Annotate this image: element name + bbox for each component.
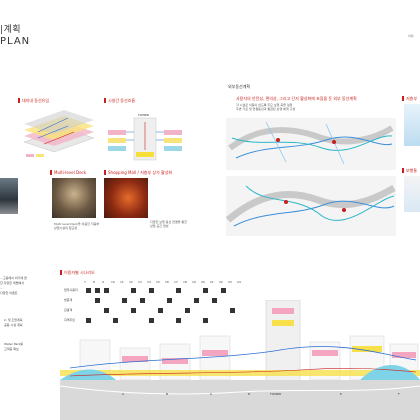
site-circulation-map-lower <box>226 176 396 236</box>
shopping-mall-photo <box>104 178 148 218</box>
axis-label-tower: TOWER <box>270 392 282 396</box>
multilevel-deck-photo <box>52 178 96 218</box>
hour-tick: 17 <box>174 280 178 284</box>
hour-tick: 21 <box>210 280 214 284</box>
hour-tick: 8 <box>93 280 95 284</box>
hour-tick: 19 <box>192 280 196 284</box>
hour-tick: 11 <box>120 280 124 284</box>
hour-tick: 7 <box>84 280 86 284</box>
caption-marker-4 <box>104 170 106 175</box>
hour-tick: 10 <box>111 280 115 284</box>
hour-tick: 12 <box>129 280 133 284</box>
site-circulation-map-upper <box>226 118 396 170</box>
bottom-left-notes-2: 2. 및 조망계획 공동 시설 계획 <box>4 318 23 327</box>
bottom-left-notes-3: Water Park를 고객층 확보 <box>4 342 24 351</box>
scenario-rows: 업무사용자 방문객 관광객 지역주민 <box>60 288 250 334</box>
external-circulation-title: 외부동선계획 <box>228 84 251 89</box>
hour-tick: 13 <box>138 280 142 284</box>
page-title-fragment: |계획 <box>0 25 22 35</box>
tower-label: TOWER <box>138 113 150 117</box>
hour-tick: 20 <box>201 280 205 284</box>
axis-label-e: E <box>340 392 342 396</box>
row-label: 업무사용자 <box>64 288 78 292</box>
side-caption-marker-1 <box>402 96 404 101</box>
side-diagram-2 <box>404 176 420 212</box>
hour-tick: 14 <box>147 280 151 284</box>
axis-label-f: F <box>398 392 400 396</box>
facility-flow-diagram <box>108 117 182 161</box>
caption-shopping-mall: Shopping Mall / 저층부 상가 활성화 <box>108 170 173 175</box>
caption-facility-flow: 시설간 동선흐름 <box>108 98 136 103</box>
side-caption-marker-2 <box>402 168 404 173</box>
row-label: 방문객 <box>64 298 73 302</box>
hour-tick: 24 <box>237 280 241 284</box>
caption-marker-3 <box>50 170 52 175</box>
user-scenario-title: 이용자별 시나리오 <box>64 270 95 275</box>
scenario-icon-grid <box>86 288 235 323</box>
caption-marker-2 <box>104 98 106 103</box>
row-label: 지역주민 <box>64 318 76 322</box>
axis-label-a: A <box>122 392 125 396</box>
corner-mark: 이미 <box>408 34 414 38</box>
hour-tick: 15 <box>156 280 160 284</box>
caption-multilevel-deck: Multi-level Deck <box>54 170 87 175</box>
hour-tick: 18 <box>183 280 187 284</box>
entry-flow-diagram <box>23 110 95 157</box>
caption-entry-flow: 대지내 동선유입 <box>22 98 50 103</box>
bottom-left-notes: ...고층에서 외기에 면 한 다양한 레벨에서 ... 다양한 이벤트 <box>0 276 27 295</box>
axis-label-b: B <box>166 392 169 396</box>
hour-tick: 23 <box>228 280 232 284</box>
hour-tick: 16 <box>165 280 169 284</box>
atrium-photo-left <box>0 178 18 214</box>
side-caption-walkway: 보행통 <box>406 168 418 173</box>
hour-axis: 7 8 9 10 11 12 13 14 15 16 17 18 19 20 2… <box>84 280 244 285</box>
hour-tick: 9 <box>102 280 104 284</box>
page-subtitle-fragment: PLAN <box>0 36 31 47</box>
building-section-diagram <box>60 300 420 420</box>
axis-label-d: D <box>248 392 251 396</box>
hour-tick: 22 <box>219 280 223 284</box>
axis-label-c: C <box>210 392 213 396</box>
scenario-marker <box>60 270 62 275</box>
side-diagram-1 <box>404 104 420 146</box>
row-label: 관광객 <box>64 308 73 312</box>
caption-marker-1 <box>18 98 20 103</box>
external-circulation-bullet: 사용자의 안전성, 편의성, 그리고 단지 활성화에 초점을 둔 외부 동선계획 <box>236 96 357 101</box>
side-caption-lowrise: 저층부 <box>406 96 418 101</box>
